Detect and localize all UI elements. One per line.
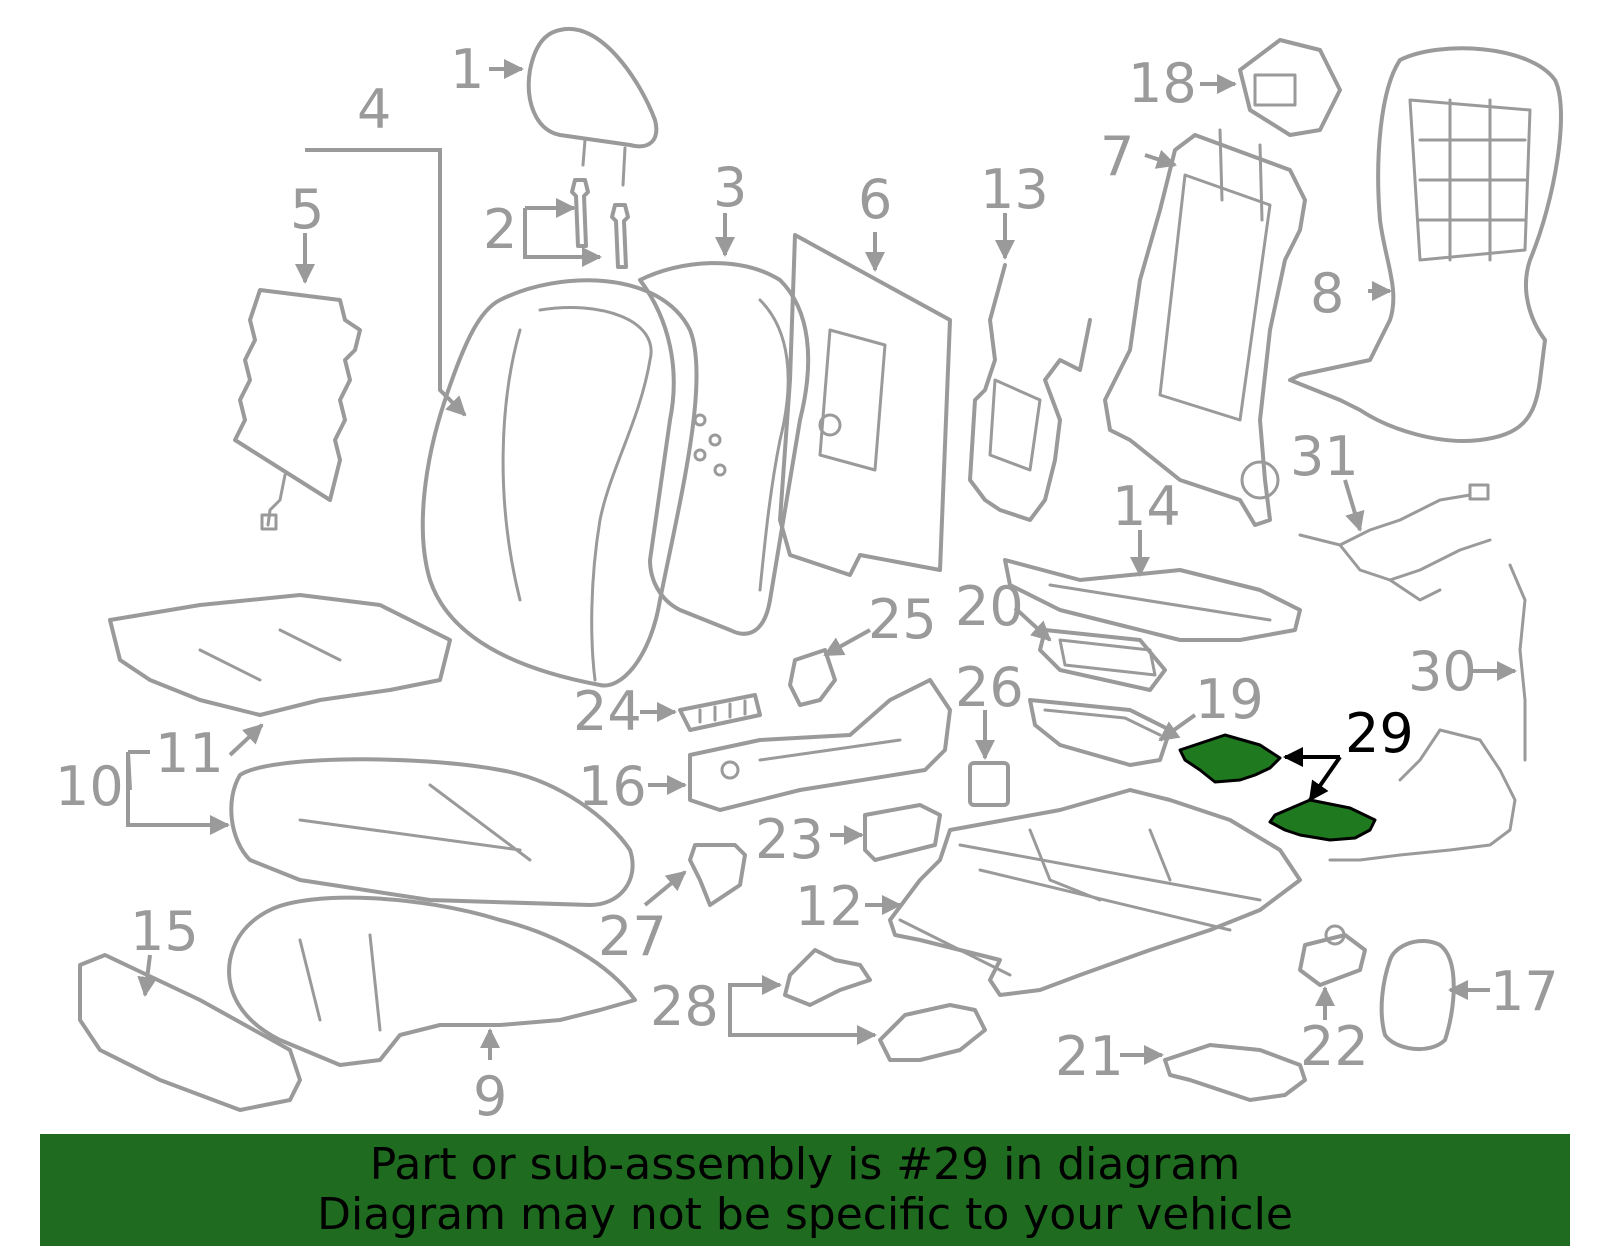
part-19 bbox=[1028, 698, 1172, 767]
part-25 bbox=[788, 648, 837, 707]
label-11: 11 bbox=[155, 722, 224, 785]
label-17: 17 bbox=[1490, 960, 1559, 1023]
part-cushion-heater bbox=[1003, 558, 1302, 642]
part-seatback-heater bbox=[233, 288, 362, 531]
label-4: 4 bbox=[357, 78, 391, 141]
label-10: 10 bbox=[55, 755, 124, 818]
part-17 bbox=[1379, 939, 1456, 1052]
label-24: 24 bbox=[573, 680, 642, 743]
label-13: 13 bbox=[980, 158, 1049, 221]
part-wire-harness-30 bbox=[1328, 563, 1527, 862]
label-28: 28 bbox=[650, 975, 719, 1038]
label-25: 25 bbox=[868, 588, 937, 651]
info-banner: Part or sub-assembly is #29 in diagram D… bbox=[40, 1134, 1570, 1246]
label-1: 1 bbox=[450, 38, 484, 101]
label-5: 5 bbox=[290, 178, 324, 241]
label-31: 31 bbox=[1290, 425, 1359, 488]
leader-lines bbox=[126, 59, 1517, 1065]
part-seatback-pad bbox=[638, 261, 811, 636]
part-20 bbox=[1038, 628, 1167, 692]
label-14: 14 bbox=[1112, 475, 1181, 538]
label-27: 27 bbox=[598, 905, 667, 968]
part-trim-15 bbox=[78, 953, 302, 1112]
part-28 bbox=[783, 948, 987, 1062]
part-cushion-cover bbox=[229, 757, 635, 907]
part-21 bbox=[1163, 1043, 1307, 1102]
part-seatback-frame bbox=[1103, 128, 1307, 527]
label-18: 18 bbox=[1128, 52, 1197, 115]
label-2: 2 bbox=[483, 198, 517, 261]
banner-line-1: Part or sub-assembly is #29 in diagram bbox=[369, 1139, 1241, 1190]
label-7: 7 bbox=[1100, 125, 1134, 188]
callout-labels: 1 2 3 4 5 6 7 8 9 10 11 12 13 14 15 16 1… bbox=[55, 38, 1559, 1128]
banner-line-2: Diagram may not be specific to your vehi… bbox=[317, 1189, 1293, 1240]
part-seat-track bbox=[888, 788, 1302, 997]
label-21: 21 bbox=[1055, 1025, 1124, 1088]
part-lumbar-bracket bbox=[968, 263, 1092, 522]
part-22 bbox=[1298, 924, 1367, 987]
part-29-highlighted bbox=[1178, 733, 1377, 842]
label-29: 29 bbox=[1345, 702, 1414, 765]
part-26 bbox=[968, 761, 1010, 807]
part-cushion-mat bbox=[108, 593, 452, 717]
part-recliner-motor bbox=[1238, 38, 1342, 137]
label-20: 20 bbox=[955, 575, 1024, 638]
label-3: 3 bbox=[713, 156, 747, 219]
part-back-board bbox=[778, 233, 952, 577]
label-16: 16 bbox=[578, 755, 647, 818]
label-12: 12 bbox=[795, 875, 864, 938]
label-8: 8 bbox=[1310, 262, 1344, 325]
part-headrest-guides bbox=[570, 178, 630, 269]
label-30: 30 bbox=[1408, 640, 1477, 703]
part-wire-harness-31 bbox=[1298, 483, 1492, 602]
part-back-panel bbox=[1288, 46, 1563, 443]
part-27 bbox=[688, 843, 747, 907]
label-23: 23 bbox=[755, 808, 824, 871]
label-9: 9 bbox=[473, 1065, 507, 1128]
part-seat-shield bbox=[688, 678, 952, 812]
label-15: 15 bbox=[130, 900, 199, 963]
part-24 bbox=[678, 693, 762, 732]
label-19: 19 bbox=[1195, 668, 1264, 731]
part-cushion-pad bbox=[227, 895, 637, 1067]
part-23 bbox=[863, 803, 942, 862]
part-seatback-cover bbox=[420, 278, 699, 688]
label-26: 26 bbox=[955, 656, 1024, 719]
label-6: 6 bbox=[858, 168, 892, 231]
label-22: 22 bbox=[1300, 1015, 1369, 1078]
part-headrest bbox=[526, 26, 659, 187]
